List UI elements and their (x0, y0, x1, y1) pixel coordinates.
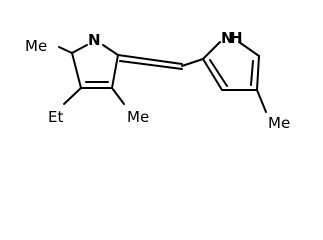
label-ethyl: Et (48, 108, 63, 126)
bond-c3p-c2p-double (209, 59, 228, 87)
bond-c4-methyl (111, 87, 125, 105)
bond-c2p-n (202, 41, 221, 60)
label-methyl-bottom: Me (127, 108, 149, 126)
bond-n-c5 (102, 44, 119, 56)
bond-c2-c3 (71, 52, 82, 89)
bond-c3-ethyl (63, 87, 82, 105)
left-ring (71, 44, 119, 89)
label-h-right-ring: H (230, 29, 243, 47)
bond-c4-c5 (111, 54, 119, 89)
bond-c5p-c4p-double (250, 60, 254, 86)
bond-exo-double-1 (117, 54, 183, 65)
bond-c2-methyl (58, 46, 73, 54)
label-methyl-right: Me (268, 114, 290, 132)
methine-bridge (117, 54, 204, 70)
label-n-right-ring: N (221, 29, 234, 47)
bond-exo-double-2 (119, 60, 183, 70)
bond-bridge-ring (181, 58, 204, 67)
bond-c4p-methyl (256, 89, 267, 113)
label-methyl-left: Me (25, 37, 47, 55)
bond-c2-n (71, 44, 88, 54)
chemical-structure: Me N Et Me N H Me (25, 29, 290, 132)
label-n-left-ring: N (88, 31, 101, 49)
right-ring (202, 41, 260, 91)
bond-n-c5p (238, 41, 260, 57)
left-substituents (58, 46, 125, 105)
bond-c5p-c4p (256, 55, 260, 91)
bond-c3p-c2p (202, 58, 223, 91)
